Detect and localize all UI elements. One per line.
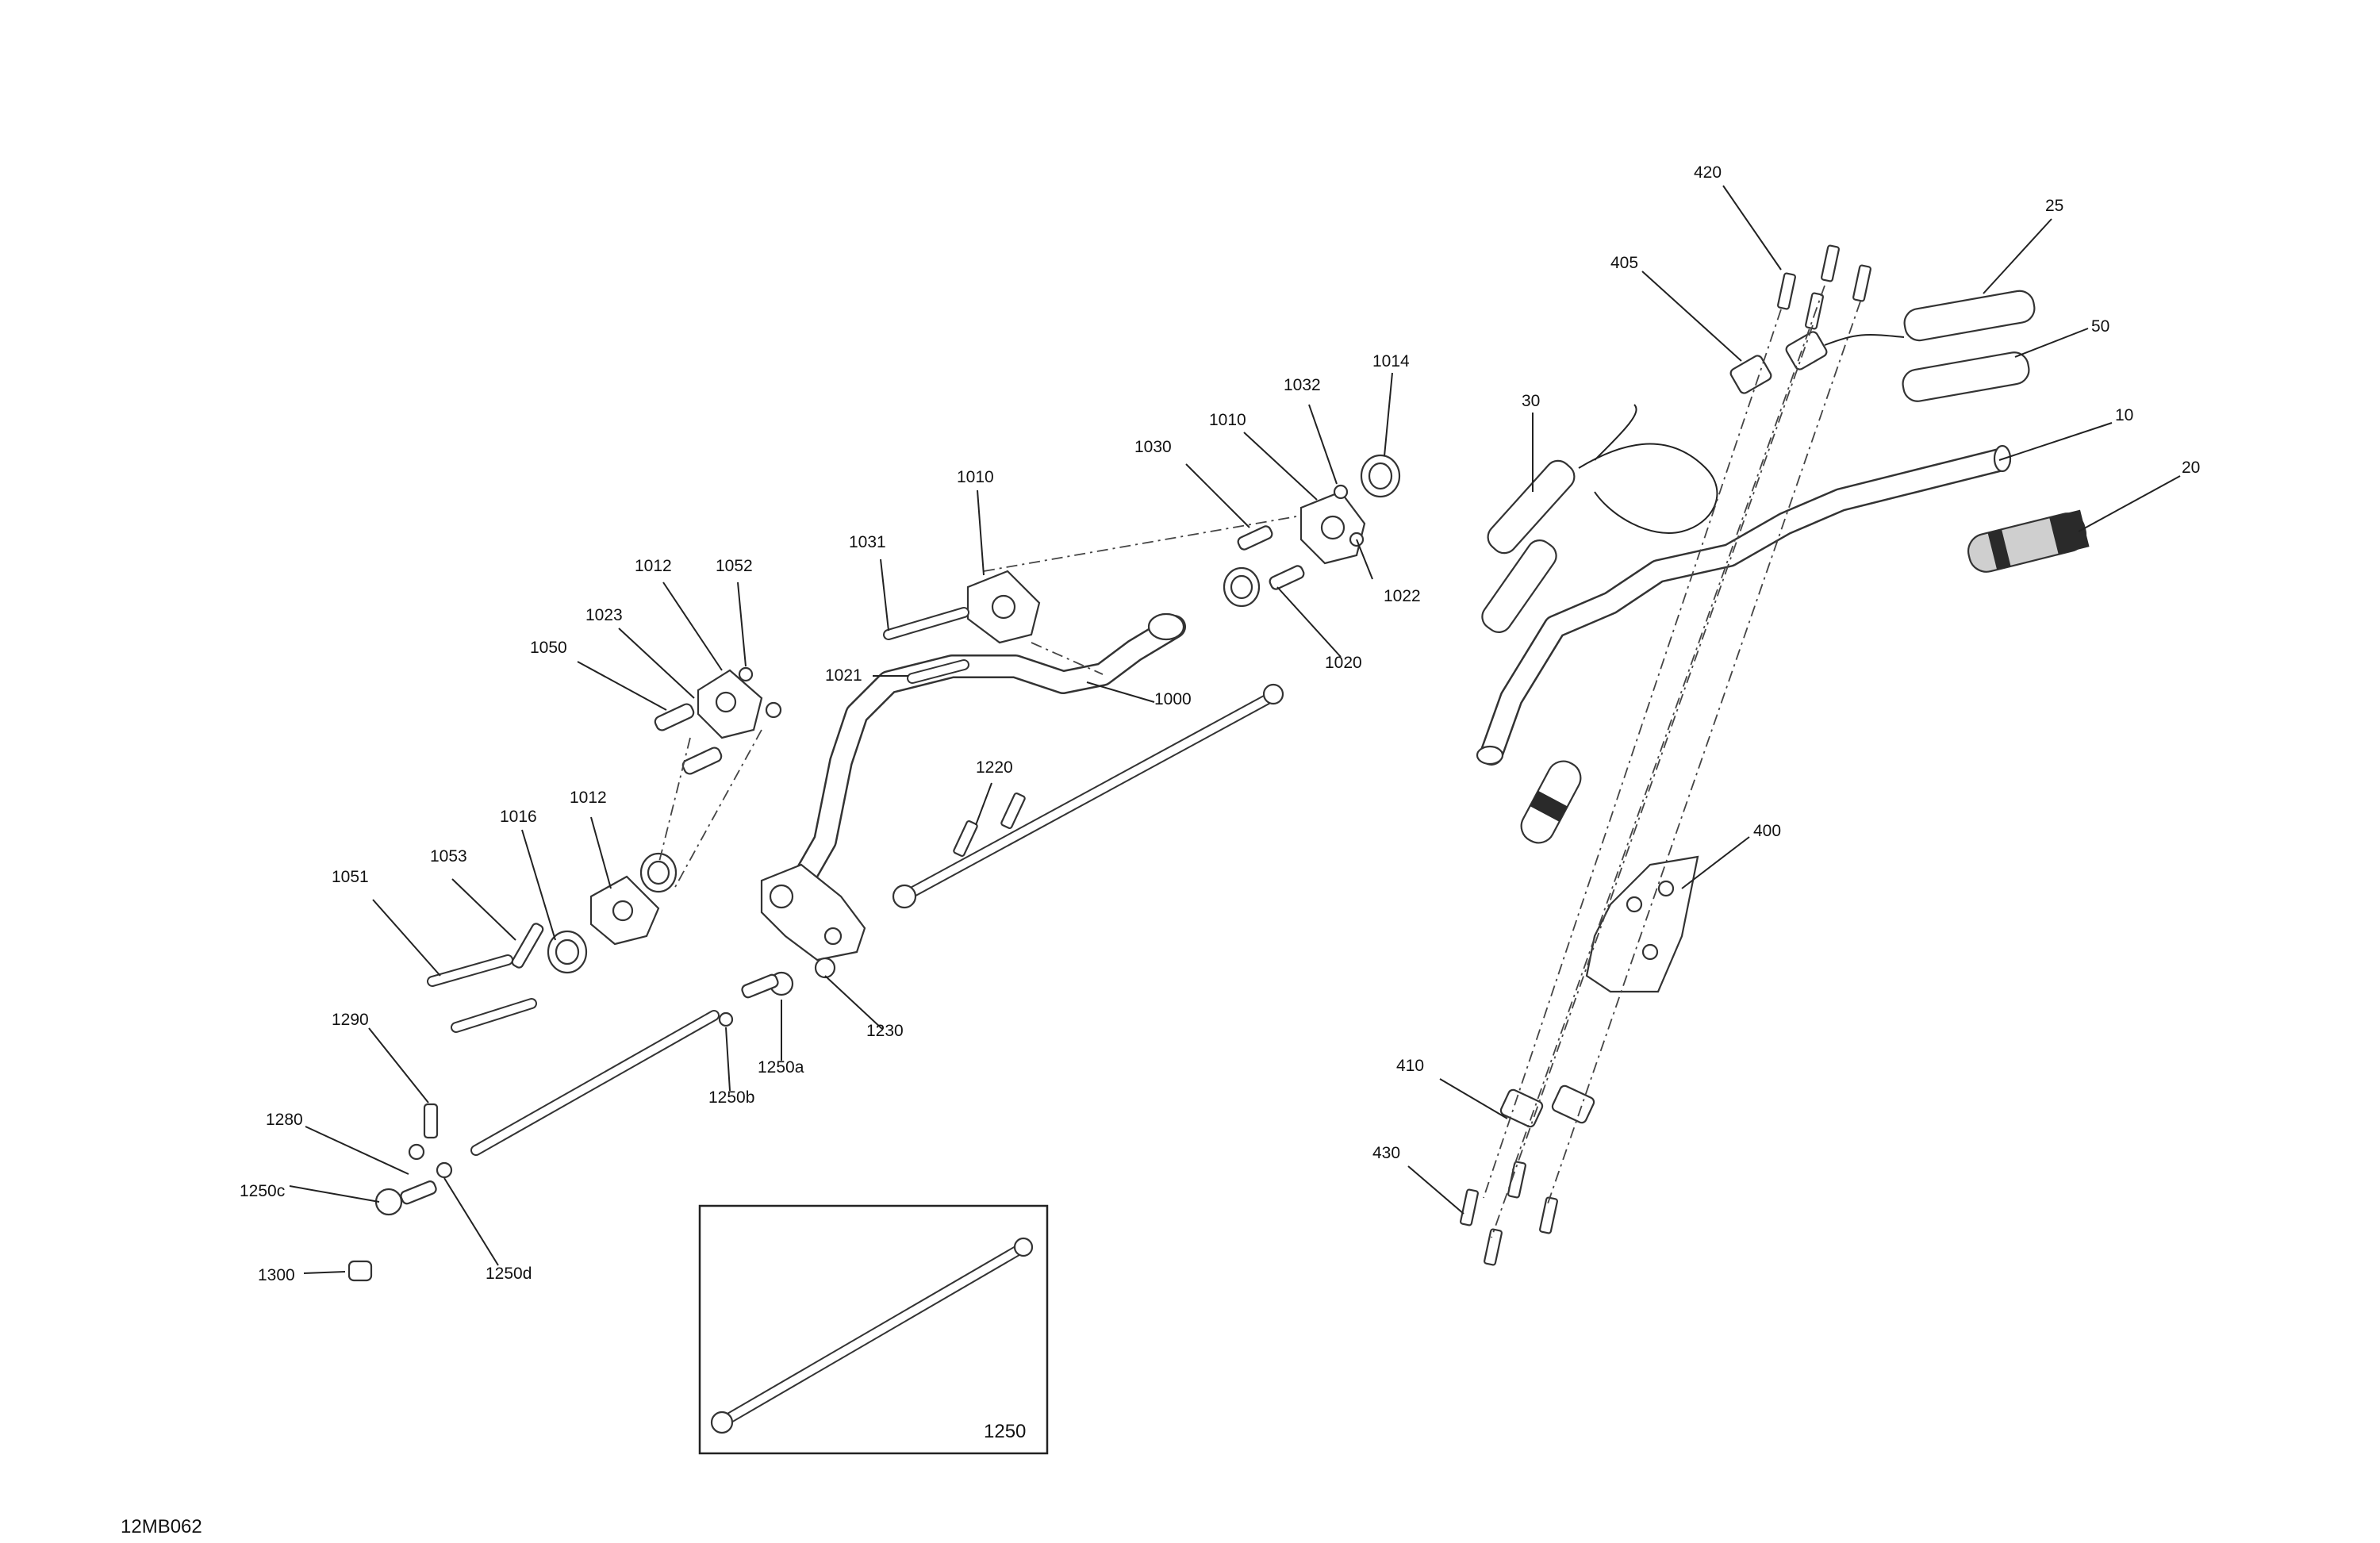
plate-1053: [511, 923, 544, 969]
callout-1012-upper: 1012: [635, 557, 672, 575]
bolts-420: [1777, 244, 1871, 330]
callout-1051: 1051: [332, 868, 369, 886]
grip-heater-25: [1903, 290, 2036, 342]
inset-tie-rod-1250: [710, 1237, 1034, 1434]
bolts-1220: [953, 792, 1026, 858]
callout-25: 25: [2045, 197, 2063, 215]
tie-rod-lower: [470, 957, 836, 1156]
inset-frame: [698, 1204, 1049, 1455]
callout-1016: 1016: [500, 808, 537, 826]
callout-1290: 1290: [332, 1011, 369, 1029]
callout-1012-lower: 1012: [570, 789, 607, 807]
callout-1050: 1050: [530, 639, 567, 657]
bolts-430: [1460, 1161, 1558, 1266]
callout-1250b: 1250b: [708, 1088, 754, 1107]
clamp-405: [1729, 331, 1905, 394]
callout-1031: 1031: [849, 533, 886, 551]
callout-420: 420: [1694, 163, 1722, 182]
tie-rod-upper: [892, 683, 1284, 909]
callout-400: 400: [1753, 822, 1781, 840]
bolt-1031: [883, 607, 969, 640]
callout-1250a: 1250a: [758, 1058, 804, 1077]
callout-410: 410: [1396, 1057, 1424, 1075]
callout-1010-upper: 1010: [957, 468, 994, 486]
callout-405: 405: [1610, 254, 1638, 272]
callout-1220: 1220: [976, 758, 1013, 777]
callout-1022: 1022: [1384, 587, 1421, 605]
bracket-1012-upper: [697, 666, 782, 739]
callout-1052: 1052: [716, 557, 753, 575]
bushing-1014: [1360, 454, 1401, 498]
callout-1250d: 1250d: [486, 1265, 532, 1283]
grip-heater-50: [1902, 351, 2030, 402]
bracket-1010-right: [1299, 490, 1366, 565]
bushing-1020: [1223, 566, 1261, 608]
tie-rod-end-lower: [347, 1103, 453, 1282]
bracket-1012-lower: [589, 875, 660, 946]
callout-10: 10: [2115, 406, 2133, 424]
callout-1023: 1023: [585, 606, 623, 624]
pins-1050: [654, 703, 723, 775]
inset-label: 1250: [984, 1421, 1026, 1442]
bolt-1021: [907, 659, 969, 684]
bushing-1016: [547, 852, 678, 974]
callout-1280: 1280: [266, 1111, 303, 1129]
callout-50: 50: [2091, 317, 2109, 336]
callout-20: 20: [2182, 459, 2200, 477]
heated-grip-30: [1481, 404, 1718, 633]
grip-right: [1967, 509, 2090, 573]
callout-1000: 1000: [1154, 690, 1192, 708]
callout-1300: 1300: [258, 1266, 295, 1284]
leader-lines: [289, 185, 2181, 1274]
callout-30: 30: [1522, 392, 1540, 410]
callout-1250c: 1250c: [240, 1182, 285, 1200]
callout-1030: 1030: [1134, 438, 1172, 456]
callout-labels: 420 25 405 50 30 10 20 400 410 430 1014 …: [240, 163, 2200, 1284]
callout-1021: 1021: [825, 666, 862, 685]
callout-430: 430: [1372, 1144, 1400, 1162]
callout-1010-right: 1010: [1209, 411, 1246, 429]
pins-1030: [1237, 525, 1305, 590]
callout-1230: 1230: [866, 1022, 904, 1040]
callout-1014: 1014: [1372, 352, 1410, 370]
bracket-1010-upper: [966, 570, 1041, 644]
callout-1053: 1053: [430, 847, 467, 866]
grip-left: [1520, 760, 1582, 844]
bolts-1051: [427, 954, 537, 1033]
callout-1032: 1032: [1284, 376, 1321, 394]
riser-block-400: [1585, 855, 1699, 993]
drawing-id: 12MB062: [121, 1516, 202, 1537]
callout-1020: 1020: [1325, 654, 1362, 672]
